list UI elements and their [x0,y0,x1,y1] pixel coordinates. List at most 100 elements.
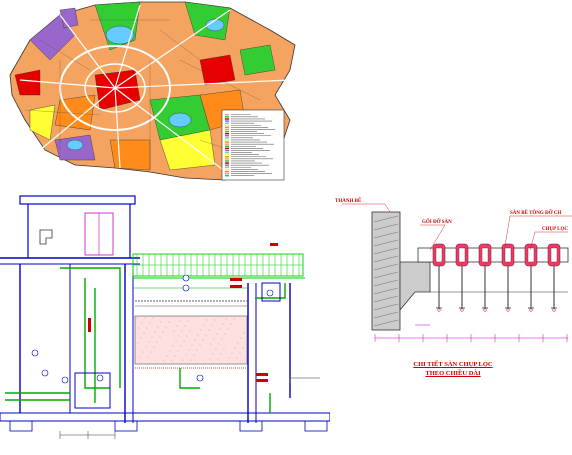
media-grain [199,344,201,346]
zoning-map-drawing [9,1,296,181]
media-grain [211,324,213,326]
reference-marker [61,376,69,384]
media-grain [153,346,155,348]
media-grain [144,317,146,319]
map-zone-public [59,7,79,29]
media-grain [191,344,193,346]
legend-swatch [225,126,229,129]
zoning-map [0,0,300,190]
legend-swatch [225,118,229,120]
media-grain [184,325,186,327]
map-lake [168,112,192,128]
map-zone-commercial [14,69,41,96]
media-grain [237,342,239,344]
hatch-line [373,239,399,247]
map-zone-mixed [109,139,151,171]
media-grain [190,359,192,361]
strainer-slab-detail-drawing: THÀNH BỂ GỐI ĐỠ SÀN SÀN BÊ TÔNG ĐỠ CH CH… [335,198,572,342]
map-radial-roads [19,4,291,176]
media-grain [189,330,191,332]
media-grain [200,329,202,331]
caption-line-2: THEO CHIỀU DÀI [425,370,481,377]
media-grain [162,331,164,333]
legend-swatch [225,168,229,171]
strainer-mark [483,308,487,312]
legend-swatch [225,120,229,122]
footing [239,420,263,432]
media-grain [143,332,145,334]
label-slab: SÀN BÊ TÔNG ĐỠ CH [510,210,561,216]
legend-swatch [225,114,229,116]
map-zone-mixed [54,94,96,131]
media-grain [216,333,218,335]
bottom-slab [0,412,330,422]
media-grain [185,354,187,356]
media-grain [228,357,230,359]
media-grain [236,357,238,359]
media-grain [242,347,244,349]
media-grain [146,327,148,329]
reference-marker [266,289,274,297]
legend-swatch [225,172,229,175]
legend-swatch [225,156,229,158]
media-grain [209,358,211,360]
level-marks [88,243,278,382]
map-zone-commercial [199,54,236,86]
media-grain [160,321,162,323]
media-grain [138,327,140,329]
legend-swatch [225,143,229,145]
media-grain [156,341,158,343]
media-grain [218,343,220,345]
hatch-line [373,223,399,231]
media-grain [196,349,198,351]
media-grain [150,351,152,353]
strainer-core [481,247,489,263]
hatch-line [373,287,399,295]
valve-icon [39,229,53,245]
support-ledge [399,261,431,312]
strainer-mark [552,308,556,312]
pipework [5,267,286,413]
strainer-mark [529,308,533,312]
filter-tank-section-drawing [0,195,330,439]
reference-marker [182,274,190,282]
legend-swatch [225,151,229,154]
media-grain [142,351,144,353]
legend-swatch [225,174,229,177]
media-grain [175,340,177,342]
strainer-mark [460,308,464,312]
legend-swatch [225,164,229,166]
media-grain [172,345,174,347]
media-grain [213,338,215,340]
label-strainer: CHỤP LỌC [542,227,568,232]
legend-swatch [225,122,229,124]
legend-swatch [225,162,229,164]
media-grain [159,336,161,338]
caption-line-1: CHI TIẾT SÀN CHỤP LỌC [413,361,493,368]
legend-swatch [225,139,229,141]
hatch-line [373,295,399,303]
strainer-mark [437,308,441,312]
media-grain [223,348,225,350]
reference-marker [182,284,190,292]
media-grain [221,338,223,340]
strainer-core [504,247,512,263]
media-grain [231,352,233,354]
legend-swatch [225,128,229,131]
media-grain [139,356,141,358]
media-grain [240,337,242,339]
strainer-core [435,247,443,263]
strainer-mark [506,308,510,312]
footing [114,420,138,432]
media-grain [137,342,139,344]
media-grain [166,355,168,357]
map-lake [105,25,135,45]
media-grain [210,343,212,345]
control-room-roof [19,195,136,205]
map-zone-yellow [159,129,216,171]
media-grain [147,356,149,358]
media-grain [212,353,214,355]
filter-tank-section [0,188,330,455]
hatch-line [373,263,399,271]
hatch-line [373,311,399,319]
